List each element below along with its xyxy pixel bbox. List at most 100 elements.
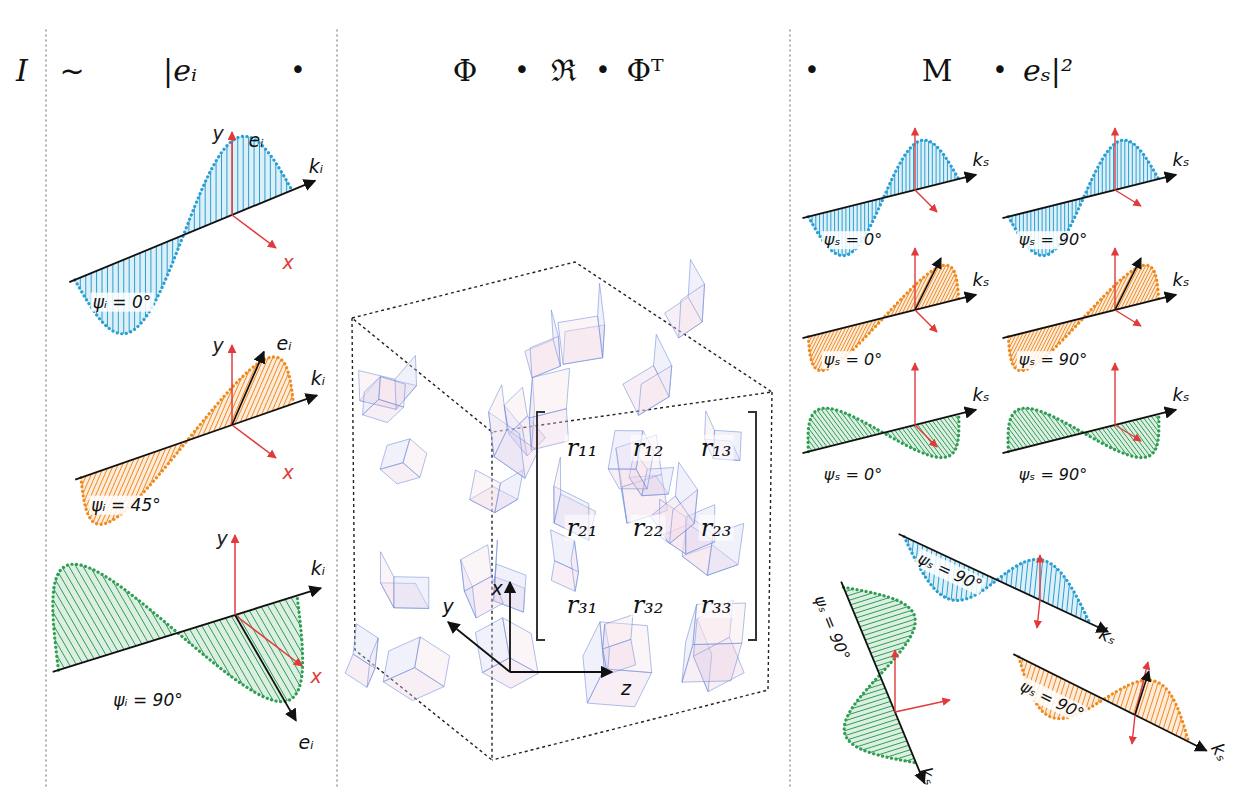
- rotation-matrix: Φ: [451, 54, 480, 87]
- axis-label: kₛ: [970, 270, 991, 290]
- vector-arrow: [53, 588, 321, 672]
- tensor-element: r₃₁: [565, 592, 600, 618]
- wave-hatch: [853, 597, 890, 609]
- wave-hatch: [906, 153, 907, 192]
- lab-axis-arrow: [895, 700, 950, 712]
- wave-hatch: [216, 161, 217, 222]
- vector-arrow: [802, 410, 976, 453]
- wave-hatch: [1009, 428, 1024, 448]
- wave-hatch: [1067, 584, 1070, 612]
- wave-hatch: [943, 155, 944, 183]
- wave-hatch: [199, 194, 200, 228]
- vector-arrow: [1135, 671, 1149, 715]
- matrix-brackets: [537, 412, 756, 640]
- panel-separators: [46, 30, 790, 790]
- axis-label: y: [214, 528, 229, 549]
- wave-hatch: [1140, 419, 1158, 443]
- wave-hatch: [932, 143, 933, 186]
- wave-hatch: [899, 289, 912, 314]
- wave-hatch: [172, 240, 173, 263]
- wave-hatch: [1071, 591, 1073, 614]
- scattered-vector: eₛ|²: [1021, 54, 1075, 87]
- wave-hatch: [852, 697, 889, 709]
- wave-hatch: [848, 723, 900, 739]
- vector-arrow: [1115, 258, 1141, 310]
- light-wave: [1013, 654, 1206, 751]
- wave-hatch: [1025, 561, 1028, 593]
- wave-hatch: [275, 163, 276, 197]
- waves: [53, 128, 1207, 783]
- wave-hatch: [1147, 417, 1158, 432]
- wave-hatch: [1139, 150, 1140, 184]
- wave-hatch: [1136, 420, 1156, 447]
- wave-hatch: [1132, 421, 1154, 451]
- wave-hatch: [812, 415, 834, 445]
- wave-hatch: [1047, 414, 1065, 438]
- wave-hatch: [1098, 166, 1099, 194]
- lab-axis-arrow: [915, 310, 937, 332]
- axis-label: kₛ: [970, 150, 991, 170]
- wave-hatch: [898, 166, 899, 194]
- lab-axis-arrow: [914, 248, 915, 310]
- polarization-angle: ψₛ = 90°: [1016, 676, 1089, 724]
- axis-label: x: [308, 666, 323, 687]
- wave-hatch: [844, 715, 896, 731]
- incident-vector: |eᵢ: [161, 54, 199, 87]
- wave-hatch: [1151, 166, 1152, 181]
- wave-hatch: [1072, 201, 1073, 223]
- lab-axis-arrow: [914, 128, 915, 190]
- wave-hatch: [1117, 142, 1118, 189]
- wave-hatch: [809, 423, 827, 447]
- polarization-angle: ψₛ = 0°: [822, 466, 884, 484]
- wave-hatch: [924, 140, 925, 187]
- wave-hatch: [281, 171, 282, 194]
- wave-hatch: [870, 741, 907, 753]
- crystal-face: [403, 439, 427, 478]
- wave-hatch: [226, 146, 227, 217]
- wave-hatch: [259, 143, 260, 204]
- wave-hatch: [928, 141, 929, 187]
- wave-hatch: [1125, 265, 1146, 307]
- light-wave: [1002, 128, 1176, 256]
- lab-axes: [448, 582, 612, 672]
- wave-hatch: [1053, 568, 1057, 606]
- vector-arrow: [232, 352, 264, 425]
- wave-hatch: [863, 619, 915, 635]
- wave-hatch: [947, 417, 958, 432]
- wave-hatch: [1132, 143, 1133, 186]
- wave-hatch: [1176, 718, 1181, 735]
- lab-axis-arrow: [1114, 128, 1115, 190]
- crystal-face: [415, 637, 450, 687]
- axis-label: y: [440, 596, 455, 617]
- crystal-face: [394, 577, 429, 609]
- wave-hatch: [141, 450, 161, 495]
- wave-hatch: [896, 754, 912, 759]
- vector-arrow: [1013, 654, 1206, 751]
- wave-hatch: [210, 171, 211, 224]
- light-wave: [1002, 248, 1176, 371]
- vector-arrow: [1002, 295, 1176, 338]
- wave-hatch: [1110, 426, 1132, 456]
- wave-hatch: [1099, 289, 1112, 314]
- axis-label: y: [210, 123, 225, 144]
- polarization-angle: ψₛ = 0°: [822, 231, 884, 249]
- tensor-element: r₂₃: [699, 515, 734, 541]
- wave-hatch: [1098, 697, 1100, 703]
- wave-hatch: [1180, 726, 1184, 738]
- wave-hatch: [101, 461, 129, 524]
- wave-hatch: [225, 618, 273, 700]
- wave-hatch: [810, 419, 830, 446]
- lab-axis-arrow: [1114, 363, 1115, 425]
- wave-hatch: [1125, 683, 1134, 710]
- light-wave: [69, 132, 315, 334]
- tensor-element: r₂₂: [631, 515, 666, 541]
- wave-hatch: [944, 278, 957, 303]
- product-dot: •: [802, 56, 821, 85]
- axis-label: kₛ: [1170, 150, 1191, 170]
- wave-hatch: [951, 166, 952, 181]
- product-dot: •: [288, 56, 307, 85]
- wave-hatch: [852, 728, 902, 744]
- vector-arrow: [1002, 410, 1176, 453]
- wave-hatch: [1057, 573, 1061, 608]
